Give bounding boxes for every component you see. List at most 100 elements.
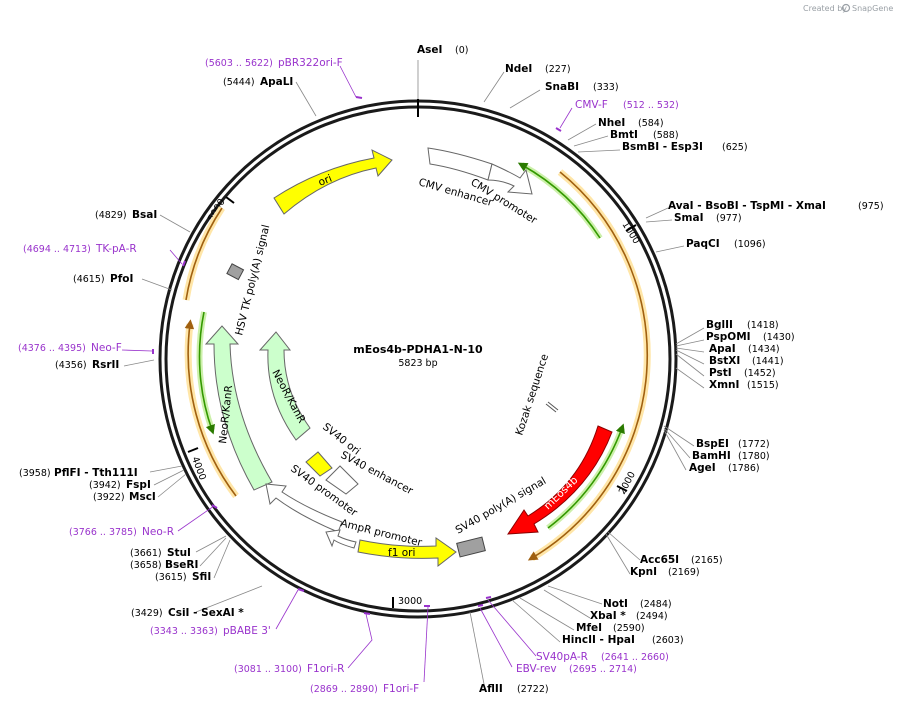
feature-neor-outer[interactable] xyxy=(204,325,273,491)
site-name: PflFI - Tth111I xyxy=(54,467,138,479)
credit-brand: SnapGene xyxy=(852,4,893,13)
site-avai-group[interactable]: AvaI - BsoBI - TspMI - XmaI(975) xyxy=(668,200,884,212)
feature-hsv-tk-polya[interactable] xyxy=(226,263,245,281)
feature-sv40-ori[interactable] xyxy=(305,451,333,477)
site-bmti[interactable]: BmtI(588) xyxy=(610,129,679,141)
feature-cmv-enhancer[interactable] xyxy=(427,147,493,181)
site-name: BstXI xyxy=(709,355,740,367)
site-name: BsaI xyxy=(132,209,157,221)
site-apai[interactable]: ApaI(1434) xyxy=(709,343,780,355)
site-pos: (1452) xyxy=(744,368,776,379)
site-snabi[interactable]: SnaBI(333) xyxy=(545,81,619,93)
site-pos: (1515) xyxy=(747,380,779,391)
primer-pbabe-3[interactable]: (3343 .. 3363)pBABE 3' xyxy=(150,625,271,637)
site-pos: (4356) xyxy=(55,360,87,371)
plasmid-title: mEos4b-PDHA1-N-10 5823 bp xyxy=(353,343,483,369)
primer-ebv-rev[interactable]: EBV-rev(2695 .. 2714) xyxy=(516,663,637,675)
feature-f1-ori[interactable] xyxy=(357,537,457,568)
feature-sv40-polya[interactable] xyxy=(456,536,486,558)
primer-sv40pa-r[interactable]: SV40pA-R(2641 .. 2660) xyxy=(536,651,669,663)
site-psti[interactable]: PstI(1452) xyxy=(709,367,776,379)
site-mfei[interactable]: MfeI(2590) xyxy=(576,622,645,634)
site-paqci[interactable]: PaqCI(1096) xyxy=(686,238,766,250)
feature-cmv-promoter[interactable] xyxy=(487,163,533,195)
scale-ticks xyxy=(187,99,637,608)
feature-meos4b[interactable] xyxy=(507,425,613,535)
site-pos: (3661) xyxy=(130,548,162,559)
site-name: SfiI xyxy=(192,571,211,583)
primer-f1ori-r[interactable]: (3081 .. 3100)F1ori-R xyxy=(234,663,344,675)
primer-range: (5603 .. 5622) xyxy=(205,58,273,69)
tick-label-3000: 3000 xyxy=(398,596,422,607)
site-pos: (2169) xyxy=(668,567,700,578)
site-hincii-hpai[interactable]: HincII - HpaI(2603) xyxy=(562,634,684,646)
site-pspomi[interactable]: PspOMI(1430) xyxy=(706,331,795,343)
site-bsai[interactable]: (4829)BsaI xyxy=(95,209,157,221)
site-pos: (2484) xyxy=(640,599,672,610)
primer-range: (4376 .. 4395) xyxy=(18,343,86,354)
site-name: SnaBI xyxy=(545,81,579,93)
feature-label-hsv-tk-polya: HSV TK poly(A) signal xyxy=(233,223,272,336)
site-fspi[interactable]: (3942)FspI xyxy=(89,479,151,491)
orf-arc-green-left xyxy=(198,311,215,435)
primer-name: F1ori-F xyxy=(383,683,419,695)
site-stui[interactable]: (3661)StuI xyxy=(130,547,191,559)
primer-tk-pa-r[interactable]: (4694 .. 4713)TK-pA-R xyxy=(23,243,137,255)
site-msci[interactable]: (3922)MscI xyxy=(93,491,156,503)
primer-name: CMV-F xyxy=(575,99,608,111)
primer-marks xyxy=(152,96,562,615)
site-pfoi[interactable]: (4615)PfoI xyxy=(73,273,133,285)
site-pos: (5444) xyxy=(223,77,255,88)
primer-name: F1ori-R xyxy=(307,663,344,675)
site-sfii[interactable]: (3615)SfiI xyxy=(155,571,211,583)
primer-pbr322ori-f[interactable]: (5603 .. 5622)pBR322ori-F xyxy=(205,57,343,69)
primer-neo-f[interactable]: (4376 .. 4395)Neo-F xyxy=(18,342,122,354)
site-bstxi[interactable]: BstXI(1441) xyxy=(709,355,784,367)
site-bseri[interactable]: (3658)BseRI xyxy=(130,559,198,571)
site-noti[interactable]: NotI(2484) xyxy=(603,598,672,610)
feature-sv40-enhancer[interactable] xyxy=(325,465,359,495)
site-name: ApaLI xyxy=(260,76,293,88)
site-rsrii[interactable]: (4356)RsrII xyxy=(55,359,119,371)
primer-cmv-f[interactable]: CMV-F(512 .. 532) xyxy=(575,99,679,111)
site-aflii[interactable]: AflII(2722) xyxy=(479,683,549,695)
primer-range: (3343 .. 3363) xyxy=(150,626,218,637)
site-agei[interactable]: AgeI(1786) xyxy=(689,462,760,474)
site-name: PspOMI xyxy=(706,331,751,343)
feature-kozak[interactable] xyxy=(545,401,559,413)
site-pflfi-tth111i[interactable]: (3958)PflFI - Tth111I xyxy=(19,467,138,479)
primer-f1ori-f[interactable]: (2869 .. 2890)F1ori-F xyxy=(310,683,419,695)
primer-neo-r[interactable]: (3766 .. 3785)Neo-R xyxy=(69,526,174,538)
site-apali[interactable]: (5444) ApaLI xyxy=(223,76,293,88)
primers: (5603 .. 5622)pBR322ori-F CMV-F(512 .. 5… xyxy=(18,57,679,695)
site-bamhi[interactable]: BamHI(1780) xyxy=(692,450,770,462)
site-pos: (3958) xyxy=(19,468,51,479)
site-xmni[interactable]: XmnI(1515) xyxy=(709,379,779,391)
feature-sv40-promoter[interactable] xyxy=(265,483,343,533)
site-bspei[interactable]: BspEI(1772) xyxy=(696,438,770,450)
feature-ori[interactable] xyxy=(273,149,393,215)
site-name: NheI xyxy=(598,117,625,129)
site-kpni[interactable]: KpnI (2169) xyxy=(630,566,700,578)
site-name: KpnI xyxy=(630,566,657,578)
site-bglii[interactable]: BglII(1418) xyxy=(706,319,779,331)
site-pos: (2494) xyxy=(636,611,668,622)
site-acc65i[interactable]: Acc65I(2165) xyxy=(640,554,723,566)
feature-label-kozak: Kozak sequence xyxy=(513,353,551,437)
site-xbai[interactable]: XbaI *(2494) xyxy=(590,610,668,622)
site-smai[interactable]: SmaI(977) xyxy=(674,212,742,224)
site-pos: (3942) xyxy=(89,480,121,491)
site-bsmbi[interactable]: BsmBI - Esp3I(625) xyxy=(622,141,748,153)
site-name: BseRI xyxy=(165,559,198,571)
site-asei[interactable]: AseI(0) xyxy=(417,44,468,56)
feature-label-f1-ori: f1 ori xyxy=(388,547,415,559)
site-name: BsmBI - Esp3I xyxy=(622,141,703,153)
site-name: BglII xyxy=(706,319,733,331)
site-nhei[interactable]: NheI(584) xyxy=(598,117,664,129)
site-csii-sexai[interactable]: (3429)CsiI - SexAI * xyxy=(131,607,244,619)
feature-ampr-promoter[interactable] xyxy=(325,529,357,549)
feature-neor-inner[interactable] xyxy=(258,331,311,441)
site-ndei[interactable]: NdeI(227) xyxy=(505,63,571,75)
snapgene-credit: Created by SnapGene xyxy=(803,3,893,13)
